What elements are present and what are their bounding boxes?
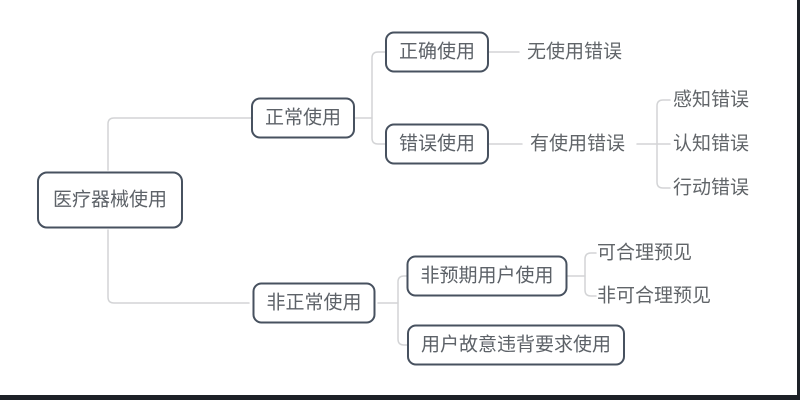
- window-right-edge: [797, 0, 800, 400]
- node-not-reasonably-foreseeable[interactable]: 非可合理预见: [597, 285, 712, 307]
- node-has-use-error[interactable]: 有使用错误: [530, 133, 626, 155]
- node-cognition-error[interactable]: 认知错误: [673, 133, 750, 155]
- node-perception-error[interactable]: 感知错误: [673, 89, 750, 111]
- node-abnormal-use[interactable]: 非正常使用: [252, 282, 376, 324]
- node-no-use-error[interactable]: 无使用错误: [527, 41, 623, 63]
- node-action-error[interactable]: 行动错误: [673, 177, 750, 199]
- node-reasonably-foreseeable[interactable]: 可合理预见: [597, 242, 693, 264]
- node-intentional-violation-use[interactable]: 用户故意违背要求使用: [406, 324, 626, 366]
- window-bottom-edge: [0, 395, 800, 400]
- node-normal-use[interactable]: 正常使用: [250, 97, 356, 139]
- node-correct-use[interactable]: 正确使用: [384, 31, 490, 73]
- node-medical-device-use[interactable]: 医疗器械使用: [36, 171, 184, 229]
- node-wrong-use[interactable]: 错误使用: [384, 123, 490, 165]
- node-unexpected-user-use[interactable]: 非预期用户使用: [406, 255, 568, 297]
